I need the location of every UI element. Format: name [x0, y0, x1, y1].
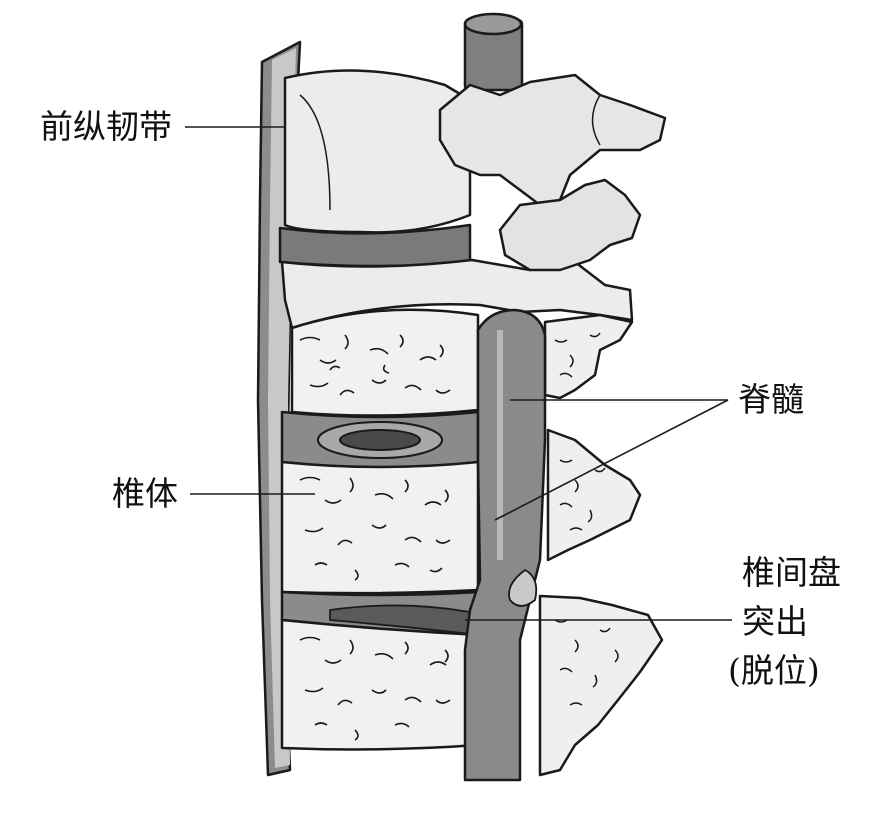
vertebra-3-posterior: [538, 594, 664, 777]
label-anterior-ligament: 前纵韧带: [40, 107, 172, 146]
label-herniation-line1: 椎间盘: [742, 553, 841, 592]
vertebra-body-1: [290, 308, 480, 417]
top-vertebra: [283, 69, 472, 234]
label-vertebral-body: 椎体: [112, 474, 178, 513]
spinal-cord: [463, 308, 547, 782]
cord-pointer-line-2: [494, 399, 729, 521]
vertebra-2-posterior: [546, 428, 642, 562]
label-herniation-line2: 突出: [742, 602, 808, 641]
second-posterior-process: [498, 178, 642, 272]
top-posterior-process: [438, 73, 667, 207]
label-spinal-cord: 脊髓: [738, 380, 804, 419]
label-herniation-line3: (脱位): [728, 651, 820, 690]
vertebra-body-3: [280, 618, 482, 751]
vertebra-1-posterior: [543, 313, 634, 400]
